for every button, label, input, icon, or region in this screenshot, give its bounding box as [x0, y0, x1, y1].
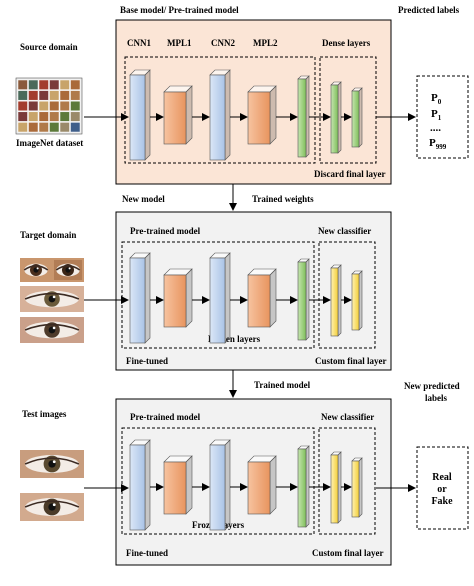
- pretrained-section-dashed-2: [121, 427, 315, 535]
- or-label: or: [437, 484, 447, 495]
- fake-label: Fake: [431, 496, 453, 507]
- dense-layer: [297, 75, 310, 158]
- test-eye-2: [20, 493, 84, 521]
- pretrained-model-label-2: Pre-trained model: [130, 412, 201, 422]
- p0-label: P0: [431, 92, 442, 106]
- imagenet-thumbnail: [15, 77, 83, 135]
- dense-layers-label: Dense layers: [322, 38, 371, 48]
- custom-final-layer-label-2: Custom final layer: [312, 548, 384, 558]
- test-eye-1: [20, 450, 84, 478]
- base-model-title: Base model/ Pre-trained model: [120, 5, 239, 15]
- cnn2-layer: [209, 69, 231, 161]
- classifier-layer-1: [330, 451, 342, 524]
- cnn1-layer: [129, 252, 151, 344]
- classifier-section-dashed-2: [318, 427, 376, 535]
- mpl1-layer: [163, 455, 193, 515]
- pretrained-model-label-1: Pre-trained model: [130, 226, 201, 236]
- discard-final-layer-label: Discard final layer: [314, 169, 386, 179]
- classifier-layer-2: [351, 270, 363, 331]
- trained-model-label: Trained model: [254, 380, 311, 390]
- mpl2-label: MPL2: [253, 38, 278, 48]
- mpl1-layer: [163, 85, 193, 145]
- dense-section-dashed: [319, 56, 377, 164]
- classifier-layer-1: [330, 264, 342, 337]
- target-eye-images: [20, 258, 84, 343]
- target-eye-1b: [54, 260, 82, 280]
- new-predicted-labels-line2: labels: [425, 393, 448, 403]
- cnn2-label: CNN2: [211, 38, 235, 48]
- base-model-layers: [129, 69, 363, 161]
- predicted-labels-title: Predicted labels: [398, 5, 460, 15]
- cnn1-layer: [129, 439, 151, 531]
- test-model-layers: [129, 439, 363, 531]
- dense-layer: [297, 445, 310, 528]
- conv-section-dashed: [124, 56, 316, 164]
- imagenet-dataset-label: ImageNet dataset: [16, 138, 83, 148]
- new-model-layers: [129, 252, 363, 344]
- new-predicted-labels-line1: New predicted: [404, 381, 460, 391]
- test-eye-images: [20, 450, 84, 521]
- p999-label: P999: [429, 137, 447, 151]
- custom-final-layer-label-1: Custom final layer: [315, 356, 387, 366]
- new-classifier-label-2: New classifier: [321, 412, 374, 422]
- dense-layer-2: [330, 81, 342, 154]
- target-eye-1a: [22, 260, 50, 280]
- new-model-label: New model: [122, 194, 165, 204]
- mpl2-layer: [247, 85, 277, 145]
- source-domain-label: Source domain: [20, 42, 78, 52]
- target-eye-3: [20, 317, 84, 343]
- real-label: Real: [432, 472, 452, 483]
- cnn1-label: CNN1: [127, 38, 151, 48]
- fine-tuned-label-2: Fine-tuned: [126, 548, 168, 558]
- cnn2-layer: [209, 439, 231, 531]
- fine-tuned-label-1: Fine-tuned: [126, 356, 168, 366]
- trained-weights-label: Trained weights: [252, 194, 314, 204]
- p1-label: P1: [431, 108, 442, 122]
- frozen-layers-label-1: Frozen layers: [208, 334, 261, 344]
- cnn1-layer: [129, 69, 151, 161]
- cnn2-layer: [209, 252, 231, 344]
- pretrained-section-dashed-1: [121, 241, 315, 349]
- dots-label: ....: [430, 122, 441, 134]
- mpl1-layer: [163, 268, 193, 328]
- new-classifier-label-1: New classifier: [318, 226, 371, 236]
- mpl2-layer: [247, 268, 277, 328]
- classifier-section-dashed-1: [318, 241, 376, 349]
- mpl2-layer: [247, 455, 277, 515]
- target-eye-2: [20, 286, 84, 312]
- predicted-labels-box: [416, 75, 469, 159]
- test-images-label: Test images: [22, 409, 67, 419]
- dense-layer: [297, 258, 310, 341]
- real-fake-box: [416, 446, 469, 530]
- dense-layer-3: [351, 87, 363, 148]
- mpl1-label: MPL1: [167, 38, 192, 48]
- classifier-layer-2: [351, 457, 363, 518]
- target-domain-label: Target domain: [20, 230, 76, 240]
